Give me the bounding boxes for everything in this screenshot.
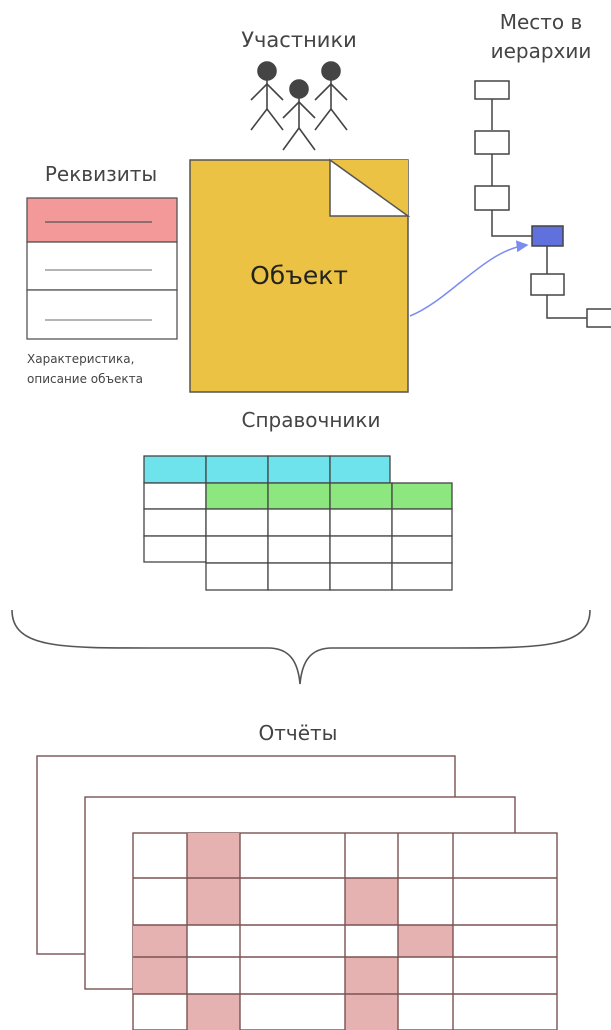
requisite-row xyxy=(26,241,178,291)
hierarchy-node xyxy=(586,308,611,328)
folded-corner-icon xyxy=(329,158,411,217)
connector-arrow xyxy=(409,240,529,317)
grouping-brace xyxy=(11,609,591,685)
participants-label: Участники xyxy=(241,28,357,52)
people-icon xyxy=(250,61,348,151)
hierarchy-label-line2: иерархии xyxy=(491,39,592,63)
report-sheet-front xyxy=(132,832,558,1030)
hierarchy-node xyxy=(474,80,510,100)
reports-label: Отчёты xyxy=(259,721,338,745)
hierarchy-label-line1: Место в xyxy=(500,10,583,34)
requisite-row xyxy=(26,289,178,340)
requisites-card xyxy=(26,197,178,340)
requisites-caption-line2: описание объекта xyxy=(27,372,143,386)
object-document xyxy=(189,158,411,393)
tree-icon xyxy=(474,80,611,328)
references-tables xyxy=(143,455,453,591)
hierarchy-node xyxy=(530,273,565,296)
hierarchy-node xyxy=(474,130,510,155)
object-label: Объект xyxy=(250,261,348,290)
requisites-caption-line1: Характеристика, xyxy=(27,352,134,366)
hierarchy-node-selected xyxy=(531,225,564,247)
requisite-row-highlight xyxy=(26,197,178,243)
hierarchy-node xyxy=(474,185,510,211)
requisites-label: Реквизиты xyxy=(45,162,157,186)
references-label: Справочники xyxy=(242,408,381,432)
reports-stack xyxy=(36,755,558,1030)
